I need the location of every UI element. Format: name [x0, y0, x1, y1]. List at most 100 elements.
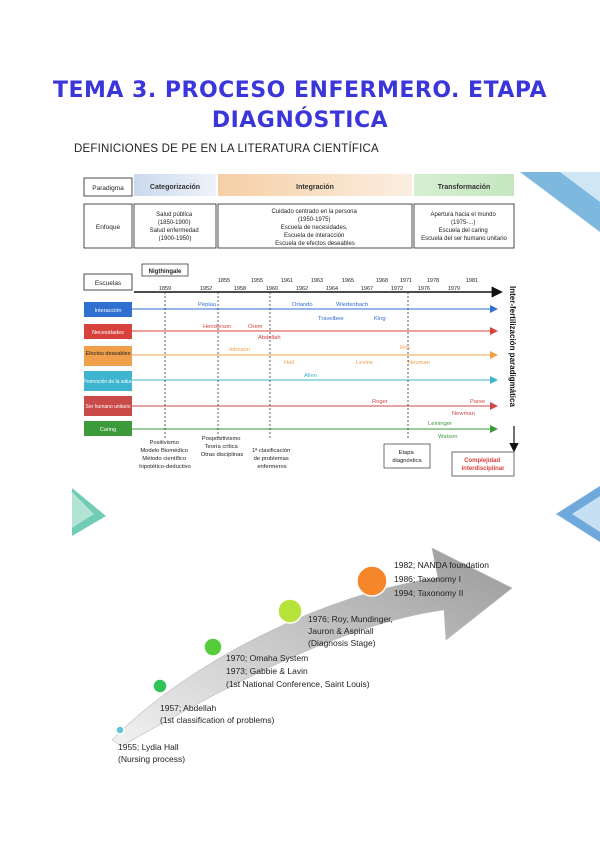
author-rogers: Roger — [372, 399, 388, 405]
note-complejidad-box — [451, 451, 515, 477]
enfoque-categorization-box — [133, 203, 217, 249]
author-henderson: Henderson — [203, 324, 231, 330]
enfoque-transformation-text: Apertura hacia el mundo (1975-...) Escue… — [421, 212, 507, 242]
year-top: 1978 — [427, 278, 439, 284]
year-top: 1855 — [218, 278, 230, 284]
author-newman: Newman — [452, 411, 475, 417]
school-label: Necesidades — [92, 330, 124, 336]
timeline-arrow-shape — [111, 547, 513, 747]
year-bottom: 1859 — [159, 286, 171, 292]
decor-triangle-right — [520, 172, 600, 232]
year-bottom: 1967 — [361, 286, 373, 292]
author-peplau: Peplau — [198, 302, 216, 308]
author-travelbee: Travelbee — [318, 316, 344, 322]
note-pospositivismo: Pospositivismo Teoría crítica Otras disc… — [201, 436, 244, 458]
milestone-dot — [115, 725, 125, 735]
milestone-dot — [356, 565, 388, 597]
nursing-paradigms-diagram: Paradigma Categorización Integración Tra… — [83, 174, 519, 477]
inter-fertilization-label: Inter-fertilización paradigmática — [508, 286, 517, 407]
year-bottom: 1960 — [266, 286, 278, 292]
author-king: King — [374, 316, 386, 322]
nursing-diagnosis-timeline: 1955; Lydia Hall(Nursing process) 1957; … — [111, 547, 513, 764]
year-bottom: 1976 — [418, 286, 430, 292]
enfoque-categorization-text: Salud pública (1850-1900) Salud enfermed… — [150, 212, 201, 242]
page-title-line-1: TEMA 3. PROCESO ENFERMERO. ETAPA — [52, 78, 548, 103]
nightingale-box — [141, 263, 189, 277]
year-top: 1971 — [400, 278, 412, 284]
school-label: Interacción — [95, 308, 122, 314]
school-box-necesidades — [84, 324, 132, 339]
author-roy: Roy — [400, 345, 410, 351]
year-top: 1961 — [281, 278, 293, 284]
paradigm-label-box — [83, 177, 133, 197]
author-hall: Hall — [284, 360, 294, 366]
school-label: Caring — [100, 427, 116, 433]
author-neuman: Neuman — [408, 360, 430, 366]
author-parse: Parse — [470, 399, 485, 405]
phase-transformation-band — [414, 174, 514, 196]
year-bottom: 1958 — [234, 286, 246, 292]
milestone-1955: 1955; Lydia Hall(Nursing process) — [118, 742, 185, 764]
year-top: 1955 — [251, 278, 263, 284]
milestone-1957: 1957; Abdellah(1st classification of pro… — [160, 703, 274, 725]
page-title-line-2: DIAGNÓSTICA — [211, 108, 389, 133]
author-johnson: Johnson — [228, 347, 250, 353]
year-top: 1981 — [466, 278, 478, 284]
note-etapa-box — [383, 443, 431, 469]
years-top: 1855 1955 1961 1963 1965 1968 1971 1978 … — [218, 278, 478, 284]
enfoque-label: Enfoque — [96, 224, 121, 231]
milestone-dot — [203, 637, 223, 657]
year-top: 1968 — [376, 278, 388, 284]
year-bottom: 1972 — [391, 286, 403, 292]
note-etapa: Etapa diagnóstica — [392, 450, 422, 464]
school-label: Ser humano unitario — [85, 404, 130, 410]
author-wiedenbach: Wiedenbach — [336, 302, 368, 308]
decor-triangle-left — [72, 488, 106, 536]
school-label: Efectos deseables — [86, 351, 131, 357]
school-label-text: Efectos deseables — [86, 351, 131, 357]
school-box-caring — [84, 421, 132, 436]
year-bottom: 1952 — [200, 286, 212, 292]
escuelas-label: Escuelas — [95, 280, 122, 287]
year-bottom: 1962 — [296, 286, 308, 292]
enfoque-integration-text: Cuidado centrado en la persona (1950-197… — [271, 209, 358, 247]
author-watson: Watson — [438, 434, 457, 440]
author-orem: Orem — [248, 324, 263, 330]
phase-integration-band — [218, 174, 412, 196]
decor-triangle-right-bottom — [556, 486, 600, 542]
school-box-interaccion — [84, 302, 132, 317]
note-clasificacion: 1ª clasificación de problemas enfermeros — [252, 447, 292, 470]
section-subtitle: DEFINICIONES DE PE EN LA LITERATURA CIEN… — [74, 143, 379, 155]
phase-transformation: Transformación — [438, 184, 491, 191]
author-levine: Levine — [356, 360, 373, 366]
note-positivismo: Positivismo Modelo Biomédico Método cien… — [139, 440, 191, 470]
year-bottom: 1964 — [326, 286, 338, 292]
school-label: Promoción de la salud — [83, 379, 133, 385]
author-orlando: Orlando — [292, 302, 313, 308]
authors: Peplau Orlando Wiedenbach Travelbee King… — [198, 302, 485, 440]
milestone-dot — [152, 678, 168, 694]
enfoque-integration-box — [217, 203, 413, 249]
year-top: 1965 — [342, 278, 354, 284]
year-bottom: 1979 — [448, 286, 460, 292]
phase-integration: Integración — [296, 184, 334, 191]
milestone-1976: 1976; Roy, Mundinger,Jauron & Aspinall(D… — [308, 614, 393, 648]
author-allen: Allen — [304, 373, 317, 379]
years-bottom: 1859 1952 1958 1960 1962 1964 1967 1972 … — [159, 286, 460, 292]
year-top: 1963 — [311, 278, 323, 284]
author-leininger: Leininger — [428, 421, 452, 427]
note-complejidad: Complejidad interdisciplinar — [461, 458, 505, 472]
milestone-dot — [277, 598, 303, 624]
phase-categorization-band — [134, 174, 216, 196]
paradigm-label: Paradigma — [92, 185, 124, 192]
school-box-efectos — [84, 346, 132, 366]
enfoque-label-box — [83, 203, 133, 249]
school-box-ser-humano — [84, 396, 132, 416]
escuelas-label-box — [83, 273, 133, 291]
author-abdellah: Abdellah — [258, 335, 281, 341]
nightingale-label: Nigthingale — [149, 269, 182, 275]
school-box-promocion — [84, 371, 132, 391]
phase-categorization: Categorización — [150, 184, 200, 191]
